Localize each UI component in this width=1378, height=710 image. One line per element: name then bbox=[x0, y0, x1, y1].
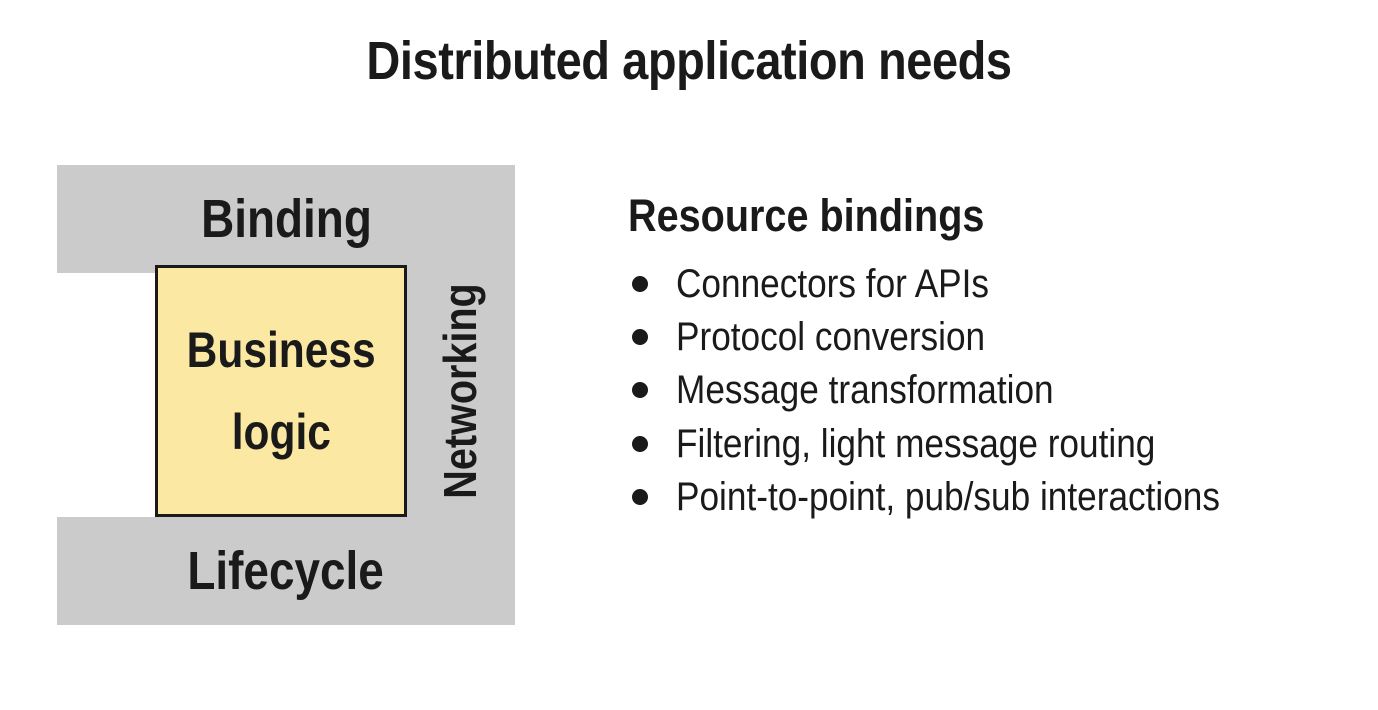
list-item-label: Point-to-point, pub/sub interactions bbox=[676, 475, 1220, 520]
slide-title: Distributed application needs bbox=[366, 31, 1012, 91]
business-logic-label-line1: Business bbox=[186, 322, 376, 378]
bullet-dot-icon bbox=[632, 489, 648, 506]
list-item-label: Message transformation bbox=[676, 368, 1054, 413]
list-item: Filtering, light message routing bbox=[626, 417, 1294, 470]
business-logic-box: Business logic bbox=[155, 265, 407, 517]
list-item: Connectors for APIs bbox=[626, 257, 1294, 310]
bullet-dot-icon bbox=[632, 382, 648, 399]
diagram-notch bbox=[57, 273, 155, 517]
binding-band: Binding bbox=[57, 165, 515, 273]
list-item-label: Protocol conversion bbox=[676, 315, 986, 360]
networking-band: Networking bbox=[405, 265, 515, 517]
bullet-dot-icon bbox=[632, 329, 648, 346]
list-item-label: Connectors for APIs bbox=[676, 261, 990, 306]
list-item: Protocol conversion bbox=[626, 310, 1294, 363]
lifecycle-label: Lifecycle bbox=[187, 541, 385, 601]
bullet-dot-icon bbox=[632, 275, 648, 292]
list-item: Point-to-point, pub/sub interactions bbox=[626, 471, 1294, 524]
business-logic-label-line2: logic bbox=[231, 404, 331, 460]
networking-label: Networking bbox=[434, 283, 486, 499]
binding-label: Binding bbox=[200, 189, 372, 249]
list-item: Message transformation bbox=[626, 364, 1294, 417]
resource-bindings-list: Connectors for APIs Protocol conversion … bbox=[626, 257, 1294, 524]
application-needs-diagram: Binding Business logic Networking Lifecy… bbox=[57, 165, 515, 625]
bullet-dot-icon bbox=[632, 435, 648, 452]
resource-bindings-heading: Resource bindings bbox=[628, 190, 985, 241]
list-item-label: Filtering, light message routing bbox=[676, 421, 1156, 466]
lifecycle-band: Lifecycle bbox=[57, 517, 515, 625]
